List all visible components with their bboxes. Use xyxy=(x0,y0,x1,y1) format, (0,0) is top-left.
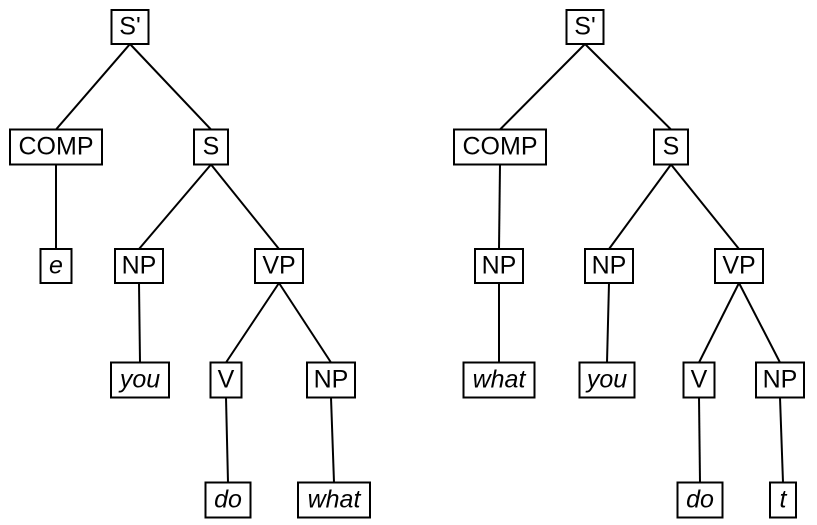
tree-node-l-comp: COMP xyxy=(8,128,104,166)
tree-node-l-np2: NP xyxy=(305,361,357,399)
tree-node-r-np0: NP xyxy=(473,247,525,285)
tree-node-r-vp: VP xyxy=(713,247,765,285)
node-label-l-s: S xyxy=(203,133,220,161)
node-label-l-vp: VP xyxy=(262,252,295,280)
node-box-r-np1 xyxy=(583,247,635,285)
node-box-r-you xyxy=(578,361,636,399)
tree-node-r-np2: NP xyxy=(754,361,806,399)
node-label-r-you: you xyxy=(585,366,627,394)
node-label-r-s: S xyxy=(663,133,680,161)
node-label-l-e: e xyxy=(49,252,63,280)
node-box-l-np2 xyxy=(305,361,357,399)
edge-L-S-to-L-NP1 xyxy=(138,163,212,250)
edge-R-COMP-to-R-NP0 xyxy=(498,164,501,250)
tree-node-l-sbar: S' xyxy=(110,8,150,46)
node-box-l-v xyxy=(209,361,243,399)
node-label-l-you: you xyxy=(118,366,160,394)
edge-R-V-to-R-do xyxy=(698,397,701,483)
edge-R-VP-to-R-V xyxy=(698,282,740,363)
node-box-l-do xyxy=(204,481,252,519)
tree-node-l-v: V xyxy=(209,361,243,399)
node-label-r-t: t xyxy=(780,486,788,514)
node-box-r-s xyxy=(652,128,690,166)
edge-L-NP1-to-L-you xyxy=(138,282,141,363)
node-box-r-sbar xyxy=(565,8,605,46)
tree-node-r-sbar: S' xyxy=(565,8,605,46)
node-box-r-np0 xyxy=(473,247,525,285)
tree-nodes-right-tree: S' COMP S NP NP VP what you V NP do t xyxy=(452,8,806,519)
node-box-r-what xyxy=(462,361,536,399)
tree-node-r-what: what xyxy=(462,361,536,399)
node-label-r-np1: NP xyxy=(592,252,627,280)
tree-node-l-you: you xyxy=(109,361,171,399)
tree-node-r-you: you xyxy=(578,361,636,399)
tree-node-r-do: do xyxy=(676,481,724,519)
node-label-l-do: do xyxy=(214,486,242,514)
node-box-l-vp xyxy=(253,247,305,285)
node-label-l-what: what xyxy=(308,486,362,514)
tree-node-r-t: t xyxy=(768,481,798,519)
node-box-l-what xyxy=(296,481,372,519)
edge-R-NP1-to-R-you xyxy=(606,282,610,363)
edge-L-NP2-to-L-what xyxy=(330,397,335,483)
edge-R-Sbar-to-R-COMP xyxy=(499,43,586,131)
edge-L-S-to-L-VP xyxy=(210,163,280,250)
node-box-l-np1 xyxy=(113,247,165,285)
node-label-l-comp: COMP xyxy=(19,133,94,161)
node-box-l-comp xyxy=(8,128,104,166)
edge-L-Sbar-to-L-COMP xyxy=(55,43,131,131)
node-label-r-v: V xyxy=(691,366,708,394)
node-box-l-sbar xyxy=(110,8,150,46)
node-label-r-np0: NP xyxy=(482,252,517,280)
edge-L-VP-to-L-NP2 xyxy=(278,282,332,364)
node-label-l-np1: NP xyxy=(122,252,157,280)
node-box-l-s xyxy=(192,128,230,166)
edge-R-S-to-R-NP1 xyxy=(608,163,672,250)
tree-node-l-e: e xyxy=(39,247,73,285)
tree-node-l-np1: NP xyxy=(113,247,165,285)
tree-node-r-v: V xyxy=(682,361,716,399)
edge-R-VP-to-R-NP2 xyxy=(738,282,781,363)
node-box-l-e xyxy=(39,247,73,285)
tree-node-r-np1: NP xyxy=(583,247,635,285)
edges-layer xyxy=(55,43,784,483)
node-box-l-you xyxy=(109,361,171,399)
node-label-r-sbar: S' xyxy=(574,13,595,41)
node-box-r-vp xyxy=(713,247,765,285)
node-label-l-np2: NP xyxy=(314,366,349,394)
tree-node-r-s: S xyxy=(652,128,690,166)
node-box-r-np2 xyxy=(754,361,806,399)
node-label-l-v: V xyxy=(218,366,235,394)
tree-node-r-comp: COMP xyxy=(452,128,548,166)
tree-edges-right-tree xyxy=(498,43,784,483)
edge-L-Sbar-to-L-S xyxy=(129,43,212,131)
tree-node-l-s: S xyxy=(192,128,230,166)
node-box-r-comp xyxy=(452,128,548,166)
node-label-r-np2: NP xyxy=(763,366,798,394)
tree-node-l-do: do xyxy=(204,481,252,519)
tree-edges-left-tree xyxy=(55,43,335,483)
edge-L-VP-to-L-V xyxy=(225,282,280,364)
node-label-r-comp: COMP xyxy=(463,133,538,161)
node-box-r-do xyxy=(676,481,724,519)
edge-L-V-to-L-do xyxy=(225,397,229,483)
node-label-r-what: what xyxy=(473,366,527,394)
edge-R-Sbar-to-R-S xyxy=(584,43,672,131)
tree-node-l-what: what xyxy=(296,481,372,519)
node-label-l-sbar: S' xyxy=(119,13,140,41)
edge-R-NP2-to-R-t xyxy=(779,397,784,483)
node-box-r-t xyxy=(768,481,798,519)
tree-node-l-vp: VP xyxy=(253,247,305,285)
node-label-r-do: do xyxy=(686,486,714,514)
edge-R-S-to-R-VP xyxy=(670,163,740,250)
node-label-r-vp: VP xyxy=(722,252,755,280)
node-box-r-v xyxy=(682,361,716,399)
